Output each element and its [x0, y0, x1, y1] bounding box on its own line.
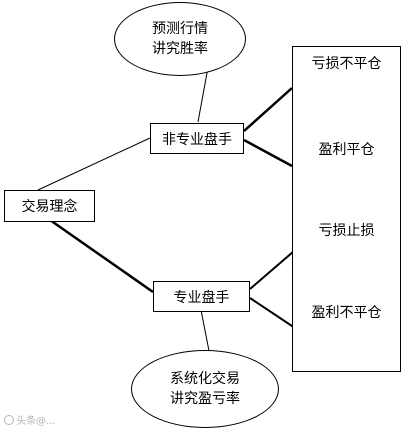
- outcomes-panel: 亏损不平仓 盈利平仓 亏损止损 盈利不平仓: [292, 46, 401, 372]
- outcome-profit-close: 盈利平仓: [318, 142, 375, 158]
- watermark-logo-icon: [4, 415, 14, 425]
- outcome-profit-hold: 盈利不平仓: [311, 305, 382, 321]
- line-nonpro-to-loss-hold: [243, 87, 293, 132]
- line-root-to-pro: [49, 218, 154, 294]
- line-pro-to-note: [200, 309, 211, 357]
- pro-box: 专业盘手: [153, 281, 250, 312]
- watermark: 头条@...: [4, 412, 56, 427]
- pro-note-oval: 系统化交易 讲究盈亏率: [131, 350, 279, 428]
- watermark-text: 头条@...: [16, 416, 56, 427]
- nonpro-label: 非专业盘手: [162, 131, 232, 148]
- nonpro-box: 非专业盘手: [150, 123, 244, 154]
- outcome-loss-hold: 亏损不平仓: [311, 56, 382, 72]
- line-root-to-nonpro: [37, 137, 151, 191]
- nonpro-note-oval: 预测行情 讲究胜率: [114, 2, 246, 76]
- root-label: 交易理念: [21, 199, 78, 215]
- pro-note-line2: 讲究盈亏率: [170, 391, 240, 407]
- nonpro-note-line1: 预测行情: [152, 21, 208, 37]
- line-nonpro-to-profit-close: [243, 138, 293, 168]
- line-pro-to-profit-hold: [249, 297, 299, 331]
- root-box: 交易理念: [4, 190, 95, 222]
- outcome-stop-loss: 亏损止损: [318, 223, 375, 239]
- nonpro-note-line2: 讲究胜率: [152, 41, 208, 57]
- pro-label: 专业盘手: [173, 289, 230, 306]
- pro-note-line1: 系统化交易: [170, 371, 240, 387]
